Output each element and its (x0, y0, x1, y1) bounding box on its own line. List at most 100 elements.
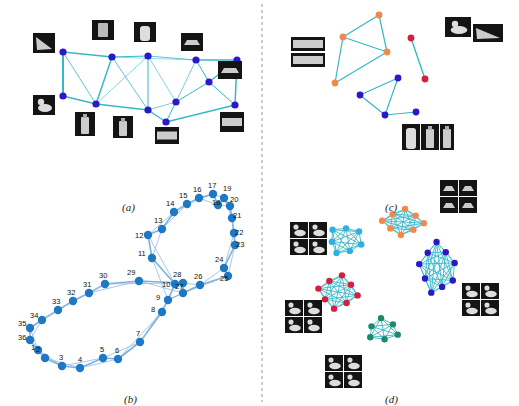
object-shape (288, 319, 293, 324)
object-shape (313, 247, 325, 253)
image-thumbnail (33, 95, 55, 115)
graph-edge (428, 253, 455, 263)
graph-edge (334, 285, 351, 309)
graph-edge (196, 60, 209, 82)
object-shape (184, 40, 200, 45)
graph-vertex (332, 80, 339, 87)
graph-vertex (390, 321, 396, 327)
image-thumbnail (421, 124, 439, 150)
image-thumbnail (290, 222, 308, 238)
graph-vertex (148, 254, 156, 262)
graph-vertex (38, 316, 46, 324)
callout-number: 21 (233, 212, 241, 220)
graph-vertex (209, 190, 217, 198)
object-shape (451, 26, 468, 34)
object-shape (38, 104, 52, 112)
image-thumbnail (33, 33, 55, 53)
graph-vertex (354, 292, 360, 298)
object-shape (466, 291, 478, 297)
graph-edge (335, 52, 387, 83)
graph-vertex (356, 228, 362, 234)
image-thumbnail (344, 372, 362, 388)
graph-edge (80, 359, 118, 368)
graph-vertex (357, 92, 364, 99)
object-shape (121, 118, 125, 122)
graph-vertex (322, 296, 328, 302)
graph-edge (176, 82, 209, 102)
object-shape (328, 374, 333, 379)
graph-vertex (379, 218, 385, 224)
graph-vertex (144, 52, 151, 59)
graph-edge (437, 242, 455, 263)
graph-vertex (422, 76, 429, 83)
image-thumbnail (440, 124, 454, 150)
object-shape (81, 117, 89, 134)
graph-vertex (59, 92, 66, 99)
callout-number: 10 (162, 281, 170, 289)
object-shape (347, 374, 352, 379)
graph-vertex (135, 277, 143, 285)
object-shape (329, 380, 341, 386)
graph-vertex (99, 354, 107, 362)
object-shape (308, 325, 320, 331)
graph-edge (183, 276, 228, 293)
image-thumbnail (459, 180, 477, 196)
object-shape (313, 230, 325, 236)
graph-vertex (183, 200, 191, 208)
object-shape (347, 357, 352, 362)
graph-edge (332, 232, 359, 242)
callout-number: 7 (136, 330, 140, 338)
graph-vertex (331, 305, 337, 311)
panel-label: (d) (385, 394, 398, 405)
graph-vertex (347, 248, 353, 254)
object-shape (312, 224, 317, 229)
object-shape (443, 203, 455, 208)
graph-edge (381, 318, 385, 339)
object-shape (485, 291, 497, 297)
object-shape (329, 363, 341, 369)
graph-vertex (76, 364, 84, 372)
graph-vertex (422, 275, 428, 281)
object-shape (157, 132, 177, 140)
callout-number: 33 (52, 298, 60, 306)
image-thumbnail (155, 127, 179, 144)
graph-edge (385, 112, 416, 115)
graph-vertex (92, 100, 99, 107)
callout-number: 27 (175, 283, 183, 291)
graph-edge (411, 38, 425, 79)
image-thumbnail (473, 24, 503, 42)
graph-vertex (382, 112, 389, 119)
graph-edge (162, 204, 187, 229)
graph-edge (318, 285, 351, 289)
callout-number: 16 (193, 186, 201, 194)
panel-label: (b) (124, 394, 137, 405)
callout-number: 20 (230, 196, 238, 204)
panel-label: (a) (122, 202, 135, 213)
graph-edge (89, 281, 139, 293)
graph-vertex (376, 12, 383, 19)
graph-vertex (421, 220, 427, 226)
image-thumbnail (481, 300, 499, 316)
graph-edge (112, 56, 148, 57)
object-shape (289, 308, 301, 314)
graph-edge (139, 281, 183, 293)
graph-vertex (136, 338, 144, 346)
callout-number: 24 (215, 256, 223, 264)
object-shape (294, 247, 306, 253)
graph-vertex (339, 272, 345, 278)
object-shape (38, 99, 44, 105)
callout-number: 17 (208, 182, 216, 190)
graph-vertex (348, 281, 354, 287)
graph-edge (148, 56, 176, 102)
object-shape (312, 241, 317, 246)
image-thumbnail (481, 283, 499, 299)
graph-edge (329, 281, 357, 295)
image-thumbnail (218, 61, 242, 79)
graph-edge (346, 228, 350, 251)
graph-edge (148, 56, 196, 60)
object-shape (140, 26, 150, 41)
graph-edge (336, 228, 346, 253)
graph-vertex (26, 324, 34, 332)
graph-vertex (450, 277, 456, 283)
graph-edge (393, 214, 416, 215)
